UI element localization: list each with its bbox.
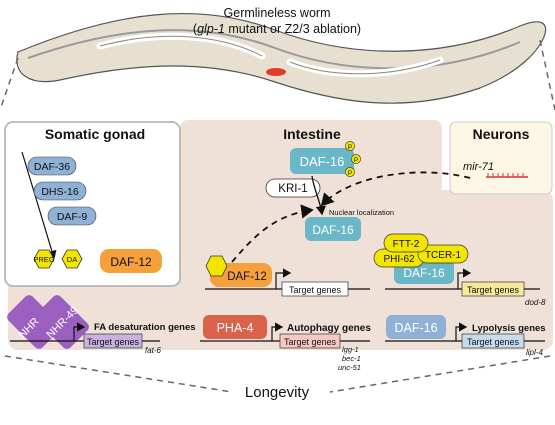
lipolysis-target-box bbox=[461, 333, 525, 349]
daf16-complex-label: DAF-16 bbox=[403, 266, 445, 280]
dhs16-label: DHS-16 bbox=[41, 186, 79, 198]
daf9-label: DAF-9 bbox=[57, 211, 87, 223]
nhr-target-label: Target genes bbox=[87, 337, 140, 347]
zoom-line-right bbox=[539, 39, 555, 111]
neurons-title: Neurons bbox=[473, 126, 530, 142]
nuclear-localization-label: Nuclear localization bbox=[329, 208, 394, 217]
kri1-box bbox=[265, 178, 321, 198]
daf12-intestine-label: DAF-12 bbox=[227, 271, 267, 283]
daf12-to-nucleus-arrow bbox=[231, 204, 314, 263]
ftt2-pill bbox=[383, 233, 429, 253]
worm-gut bbox=[27, 29, 521, 70]
daf16-lipolysis-label: DAF-16 bbox=[394, 321, 437, 335]
somatic-gonad-title: Somatic gonad bbox=[45, 126, 145, 142]
lipl4-label: lipl-4 bbox=[526, 348, 543, 357]
daf12-target-box bbox=[281, 281, 349, 297]
phospho-1-label: P bbox=[348, 144, 352, 151]
lipolysis-target-label: Target genes bbox=[467, 337, 520, 347]
da-ligand-hexagon bbox=[205, 255, 228, 277]
mir71-ticks bbox=[487, 173, 524, 177]
mir71-to-nucleus-arrow bbox=[320, 171, 471, 207]
lypolysis-label: Lypolysis genes bbox=[472, 323, 546, 334]
daf12-target-label: Target genes bbox=[289, 285, 342, 295]
phospho-2-label: P bbox=[354, 157, 358, 164]
preg-hexagon bbox=[33, 249, 55, 269]
fa-desaturation-label: FA desaturation genes bbox=[94, 322, 196, 333]
pha4-promoter-arrow bbox=[271, 322, 284, 341]
intestine-title: Intestine bbox=[283, 126, 341, 142]
worm-title-line2: (glp-1 mutant or Z2/3 ablation) bbox=[193, 22, 361, 36]
daf16-lipolysis-box bbox=[386, 315, 446, 339]
worm-title-line1: Germlineless worm bbox=[224, 6, 331, 20]
da-hexagon bbox=[61, 249, 83, 269]
longevity-label: Longevity bbox=[245, 384, 310, 401]
daf16-top-label: DAF-16 bbox=[300, 154, 345, 169]
daf12-gonad-label: DAF-12 bbox=[110, 255, 152, 269]
da-label: DA bbox=[67, 255, 77, 264]
lipolysis-promoter-arrow bbox=[455, 322, 468, 341]
steroid-synthesis-arrow bbox=[21, 151, 57, 260]
daf36-pill bbox=[27, 156, 77, 176]
mir71-label: mir-71 bbox=[463, 161, 494, 173]
nhr49-box bbox=[35, 295, 89, 349]
preg-label: PREG bbox=[33, 255, 54, 264]
nhr-target-box bbox=[83, 333, 143, 349]
fat6-label: fat-6 bbox=[145, 346, 162, 355]
autophagy-label: Autophagy genes bbox=[287, 323, 371, 334]
kri1-label: KRI-1 bbox=[278, 183, 307, 195]
complex-promoter-arrow bbox=[457, 268, 472, 289]
pha4-target-box bbox=[279, 333, 341, 349]
daf12-gonad-box bbox=[100, 249, 162, 273]
tcer1-pill bbox=[417, 244, 469, 264]
longevity-line-right bbox=[329, 355, 551, 393]
daf9-pill bbox=[47, 206, 97, 226]
nuclear-localization-arrow bbox=[311, 175, 327, 216]
phospho-1 bbox=[345, 141, 355, 151]
gonad-outline bbox=[99, 35, 441, 75]
dod8-label: dod-8 bbox=[525, 298, 546, 307]
neurons-panel bbox=[449, 121, 553, 195]
phospho-2 bbox=[351, 154, 361, 164]
somatic-gonad-red bbox=[266, 68, 286, 76]
daf36-label: DAF-36 bbox=[34, 161, 70, 173]
nhr-promoter-arrow bbox=[73, 322, 86, 341]
longevity-line-left bbox=[4, 355, 233, 393]
complex-target-label: Target genes bbox=[467, 285, 520, 295]
zoom-line-left bbox=[0, 57, 19, 111]
phospho-3 bbox=[345, 167, 355, 177]
daf16-top-box bbox=[290, 148, 354, 174]
worm-illustration: Germlineless worm (glp-1 mutant or Z2/3 … bbox=[0, 6, 555, 111]
tcer1-label: TCER-1 bbox=[425, 250, 462, 261]
daf12-promoter-arrow bbox=[275, 268, 292, 289]
ftt2-label: FTT-2 bbox=[393, 239, 420, 250]
pha4-box bbox=[203, 315, 267, 339]
phospho-3-label: P bbox=[348, 170, 352, 177]
phi62-label: PHI-62 bbox=[383, 254, 415, 265]
nhr80-box bbox=[7, 295, 61, 349]
lgg1-label: lgg-1 bbox=[342, 345, 359, 354]
dhs16-pill bbox=[33, 181, 87, 201]
daf16-nuclear-box bbox=[305, 217, 361, 241]
bec1-label: bec-1 bbox=[342, 354, 361, 363]
complex-target-box bbox=[461, 281, 525, 297]
pha4-target-label: Target genes bbox=[284, 337, 337, 347]
unc51-label: unc-51 bbox=[338, 363, 361, 372]
pha4-label: PHA-4 bbox=[217, 321, 254, 335]
daf16-nuclear-label: DAF-16 bbox=[312, 223, 354, 237]
